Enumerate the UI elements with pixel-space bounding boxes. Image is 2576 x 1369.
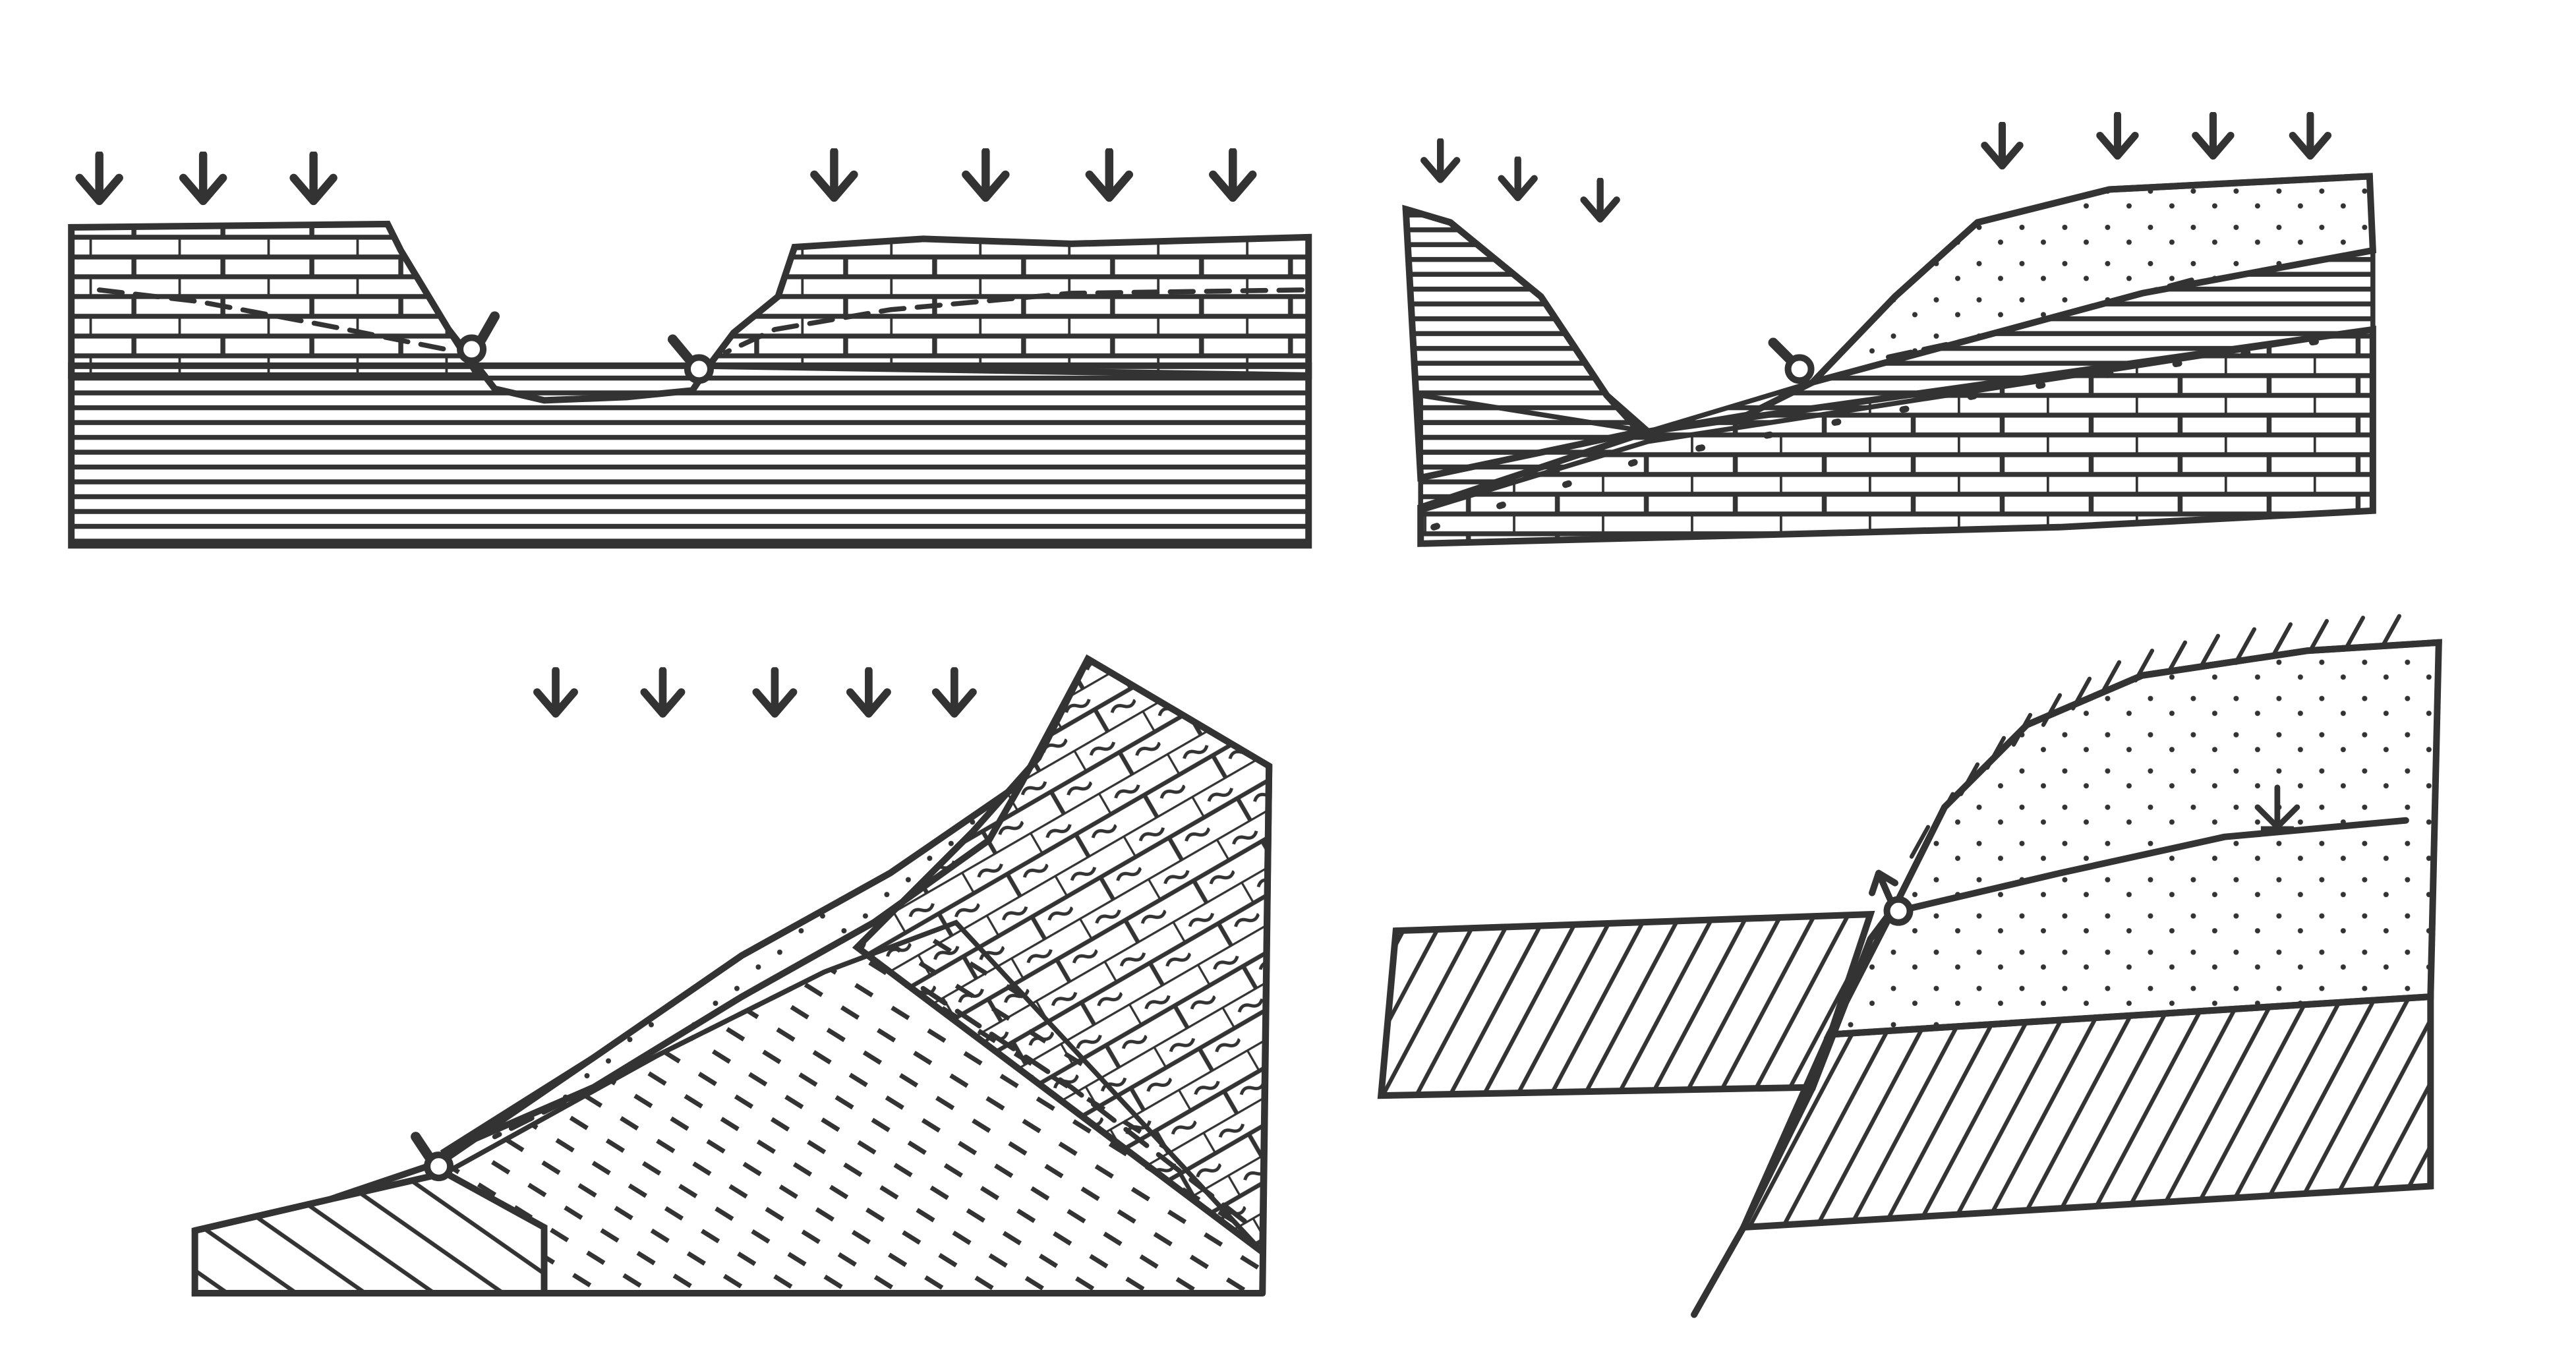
soil-hatch xyxy=(1909,614,2401,859)
left-limestone-block xyxy=(68,220,484,379)
down-arrow-icon xyxy=(644,670,681,714)
slope-surface xyxy=(191,655,1273,1297)
water-table-line xyxy=(1895,817,2409,915)
flow-line xyxy=(492,985,794,1140)
ground-surface xyxy=(1402,173,2373,435)
down-arrow-icon xyxy=(814,152,854,198)
down-arrow-icon xyxy=(1502,160,1535,198)
down-arrow-icon xyxy=(2100,115,2135,156)
down-arrow-icon xyxy=(756,670,793,714)
infiltration-arrows xyxy=(537,670,973,714)
panel-scree-slope-spring xyxy=(191,654,1273,1297)
contact-flow-line xyxy=(920,985,1256,1230)
down-arrow-icon xyxy=(850,670,887,714)
down-arrow-icon xyxy=(966,152,1005,198)
flow-line xyxy=(1876,277,2194,362)
spring-outlet-icon xyxy=(667,334,714,384)
down-arrow-icon xyxy=(1985,125,2020,165)
down-arrow-icon xyxy=(936,670,973,714)
infiltration-arrows xyxy=(80,152,1253,201)
right-flow-line xyxy=(722,287,1304,355)
down-arrow-icon xyxy=(1424,141,1457,179)
down-arrow-icon xyxy=(1213,152,1252,198)
left-impermeable-layer xyxy=(1377,910,1875,1099)
down-arrow-icon xyxy=(1584,181,1617,219)
spring-outlet-icon xyxy=(1768,337,1815,384)
left-flow-line xyxy=(96,287,448,352)
down-arrow-icon xyxy=(537,670,574,714)
spring-outlet-icon xyxy=(457,311,500,364)
down-arrow-icon xyxy=(183,155,223,201)
panel-valley-springs xyxy=(68,152,1312,549)
right-limestone-block xyxy=(702,233,1312,379)
panel-fault-spring xyxy=(1377,614,2442,1318)
valley-floor xyxy=(445,326,713,404)
spring-outlet-icon xyxy=(1869,869,1914,926)
down-arrow-icon xyxy=(80,155,119,201)
down-arrow-icon xyxy=(294,155,334,201)
down-arrow-icon xyxy=(1090,152,1129,198)
shale-aquiclude xyxy=(68,362,1312,549)
down-arrow-icon xyxy=(2196,115,2231,156)
left-slope-sandstone xyxy=(1402,204,1647,482)
water-table-marker-icon xyxy=(2254,784,2300,831)
spring-outlet-icon xyxy=(411,1132,454,1182)
fault-line xyxy=(1691,902,1899,1318)
panel-asymmetric-valley-spring xyxy=(1402,115,2377,547)
down-arrow-icon xyxy=(2293,115,2327,156)
